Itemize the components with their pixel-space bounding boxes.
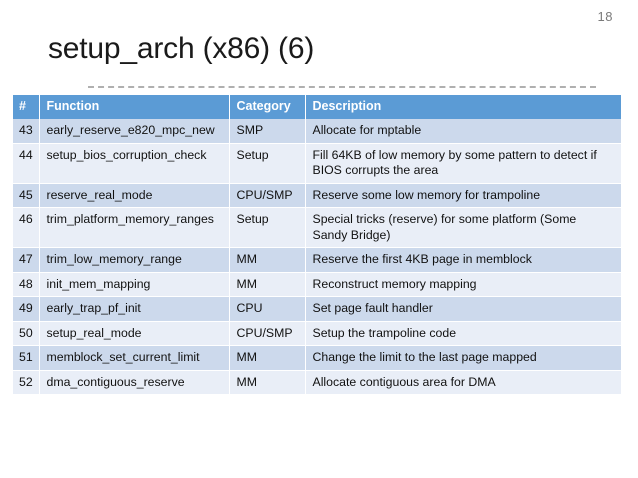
cell-category: SMP [229, 119, 306, 144]
cell-category: CPU [229, 296, 306, 322]
cell-description: Fill 64KB of low memory by some pattern … [305, 143, 621, 184]
cell-description: Change the limit to the last page mapped [305, 345, 621, 371]
cell-category: MM [229, 272, 306, 297]
cell-category: MM [229, 345, 306, 371]
cell-function: init_mem_mapping [39, 272, 230, 297]
cell-description: Special tricks (reserve) for some platfo… [305, 207, 621, 248]
cell-function: setup_real_mode [39, 321, 230, 346]
column-header-function: Function [39, 95, 230, 119]
cell-category: MM [229, 370, 306, 395]
cell-description: Setup the trampoline code [305, 321, 621, 346]
cell-description: Reconstruct memory mapping [305, 272, 621, 297]
page-number: 18 [597, 9, 613, 24]
cell-category: CPU/SMP [229, 321, 306, 346]
cell-number: 48 [13, 272, 40, 297]
column-header-number: # [13, 95, 40, 119]
page-title: setup_arch (x86) (6) [48, 32, 315, 65]
cell-category: Setup [229, 143, 306, 184]
cell-function: setup_bios_corruption_check [39, 143, 230, 184]
cell-number: 49 [13, 296, 40, 322]
cell-function: reserve_real_mode [39, 183, 230, 208]
column-header-description: Description [305, 95, 621, 119]
cell-number: 46 [13, 207, 40, 248]
cell-function: early_trap_pf_init [39, 296, 230, 322]
cell-category: MM [229, 247, 306, 273]
cell-number: 43 [13, 119, 40, 144]
cell-function: trim_platform_memory_ranges [39, 207, 230, 248]
column-header-category: Category [229, 95, 306, 119]
cell-description: Reserve the first 4KB page in memblock [305, 247, 621, 273]
cell-function: trim_low_memory_range [39, 247, 230, 273]
placeholder-guide-dashed-line [88, 86, 596, 88]
table-header: # Function Category Description [13, 95, 621, 119]
cell-number: 52 [13, 370, 40, 395]
cell-description: Reserve some low memory for trampoline [305, 183, 621, 208]
table-header-row: # Function Category Description [13, 95, 621, 119]
cell-number: 45 [13, 183, 40, 208]
cell-number: 47 [13, 247, 40, 273]
cell-description: Allocate contiguous area for DMA [305, 370, 621, 395]
cell-function: early_reserve_e820_mpc_new [39, 119, 230, 144]
cell-number: 51 [13, 345, 40, 371]
cell-number: 44 [13, 143, 40, 184]
cell-description: Allocate for mptable [305, 119, 621, 144]
cell-category: Setup [229, 207, 306, 248]
cell-function: memblock_set_current_limit [39, 345, 230, 371]
cell-function: dma_contiguous_reserve [39, 370, 230, 395]
cell-category: CPU/SMP [229, 183, 306, 208]
cell-description: Set page fault handler [305, 296, 621, 322]
cell-number: 50 [13, 321, 40, 346]
